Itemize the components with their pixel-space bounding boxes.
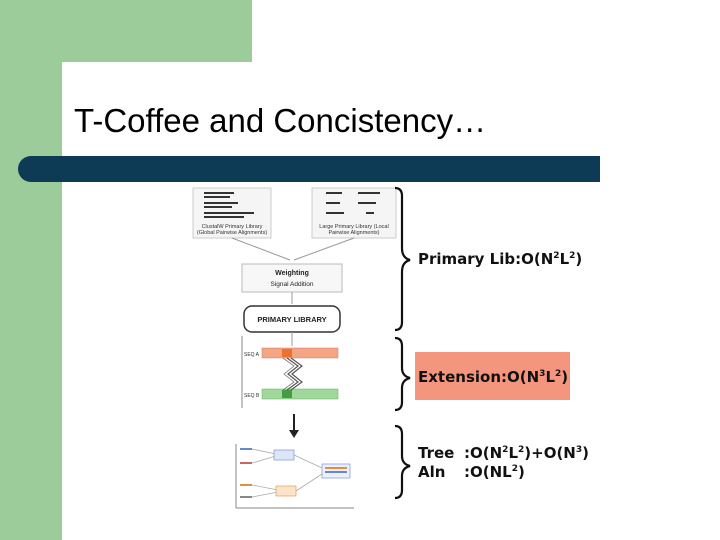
extension-complexity: Extension:O(N3L2) <box>418 368 569 386</box>
extension-highlight-box <box>415 352 570 400</box>
slide-title: T-Coffee and Concistency… <box>74 102 487 139</box>
consistency-path-2 <box>290 357 303 391</box>
extension-region: SEQ A SEQ B <box>241 336 339 408</box>
consistency-path-3 <box>282 357 295 391</box>
consistency-path-1 <box>286 357 299 391</box>
weighting-box: Weighting Signal Addition <box>241 263 343 293</box>
primary-library-box: PRIMARY LIBRARY <box>243 305 341 333</box>
seq-a-label: SEQ A <box>244 352 260 358</box>
weighting-subtitle: Signal Addition <box>270 281 313 288</box>
arrow-left-to-weighting <box>231 237 291 261</box>
clustalw-library-box: ClustalW Primary Library (Global Pairwis… <box>192 187 272 239</box>
left-caption-line2: (Global Pairwise Alignments) <box>197 230 267 236</box>
brace-extension <box>394 336 411 412</box>
arrow-right-to-weighting <box>293 237 355 261</box>
weighting-title: Weighting <box>275 270 309 277</box>
right-caption-line1: Large Primary Library (Local <box>319 224 388 230</box>
tree-complexity: Tree:O(N2L2)+O(N3) <box>418 444 589 462</box>
left-caption-line1: ClustalW Primary Library <box>202 224 263 230</box>
title-underline-bar <box>18 156 600 182</box>
braces <box>394 186 411 500</box>
primary-lib-complexity: Primary Lib:O(N2L2) <box>418 250 583 268</box>
tree-alignment-region <box>235 444 354 509</box>
seq-a-bar <box>261 347 339 359</box>
green-accent-left <box>0 0 62 540</box>
brace-primary <box>394 186 411 332</box>
right-caption-line2: Pairwise Alignments) <box>328 230 379 236</box>
content-panel <box>62 62 720 540</box>
large-library-box: Large Primary Library (Local Pairwise Al… <box>311 187 397 239</box>
seq-b-bar <box>261 388 339 400</box>
seq-a-residue <box>282 349 292 357</box>
tcoffee-schematic: ClustalW Primary Library (Global Pairwis… <box>192 186 411 509</box>
down-arrow <box>289 414 299 438</box>
brace-tree <box>394 424 411 500</box>
primary-library-label: PRIMARY LIBRARY <box>257 315 326 324</box>
aln-complexity: Aln:O(NL2) <box>418 463 525 481</box>
seq-b-label: SEQ B <box>244 393 260 399</box>
seq-b-residue <box>282 390 292 398</box>
